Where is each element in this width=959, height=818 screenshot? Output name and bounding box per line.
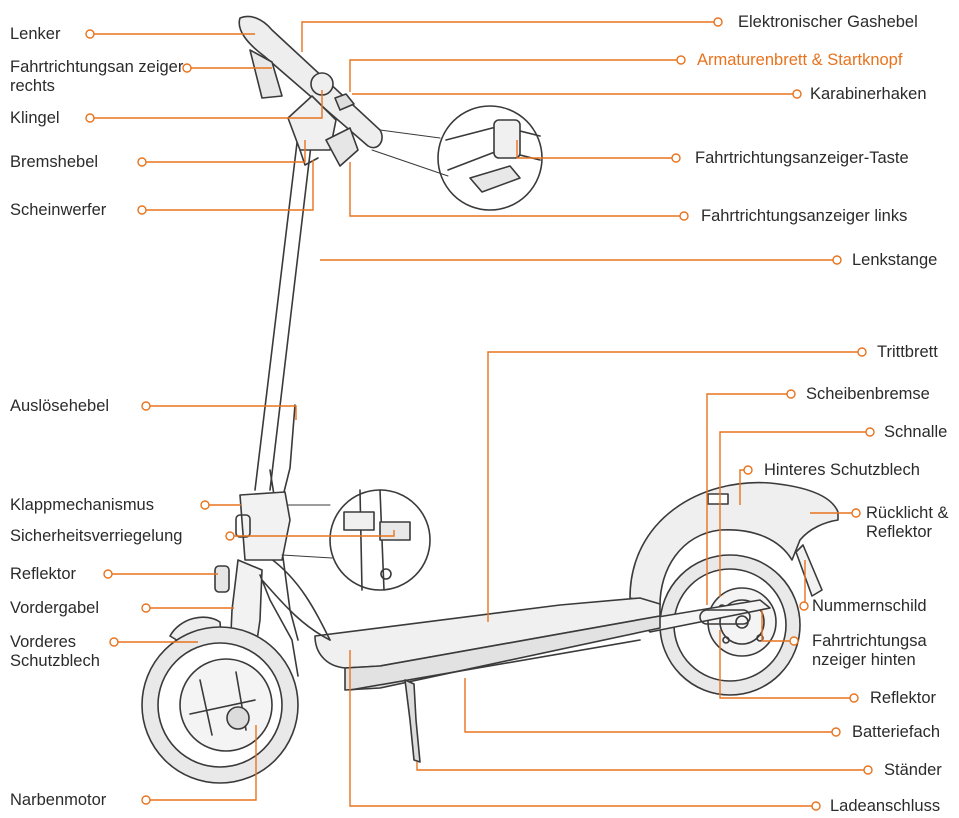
label-scheibenbremse: Scheibenbremse [806,385,930,403]
kickstand [404,679,421,763]
label-klappmechanismus: Klappmechanismus [10,496,154,514]
label-fahrtrichtungsanzeiger-rechts: Fahrtrichtungsan zeiger rechts [10,58,184,95]
label-klingel: Klingel [10,109,60,127]
label-trittbrett: Trittbrett [877,343,938,361]
label-fahrtrichtungsanzeiger-taste: Fahrtrichtungsanzeiger-Taste [695,149,909,167]
label-reflektor-hinten: Reflektor [870,689,937,707]
marker-ausloesehebel [141,401,151,411]
label-bremshebel: Bremshebel [10,153,99,171]
label-armaturenbrett: Armaturenbrett & Startknopf [697,51,903,69]
label-ladeanschluss: Ladeanschluss [830,797,941,815]
marker-vorderes-schutzblech [109,637,119,647]
label-batteriefach: Batteriefach [852,723,941,741]
marker-ruecklicht [851,508,861,518]
marker-reflektor-vorne [103,569,113,579]
marker-reflektor-hinten [849,693,859,703]
label-vorderes-schutzblech: Vorderes Schutzblech [10,633,100,670]
marker-scheinwerfer [137,205,147,215]
label-karabinerhaken: Karabinerhaken [810,85,927,103]
label-fahrtrichtungsanzeiger-hinten: Fahrtrichtungsa nzeiger hinten [812,632,927,669]
stem [254,117,315,491]
label-lenker: Lenker [10,25,61,43]
marker-ladeanschluss [811,801,821,811]
marker-scheibenbremse [786,389,796,399]
deck [314,597,661,669]
scooter-drawing [141,15,839,784]
label-narbenmotor: Narbenmotor [10,791,107,809]
marker-armaturenbrett [676,55,686,65]
marker-batteriefach [831,727,841,737]
marker-trittbrett [857,347,867,357]
marker-hinteres-schutzblech [743,465,753,475]
marker-circles [85,17,875,811]
marker-staender [863,765,873,775]
label-sicherheitsverriegelung: Sicherheitsverriegelung [10,527,183,545]
label-staender: Ständer [884,761,942,779]
marker-lenkstange [832,255,842,265]
label-fahrtrichtungsanzeiger-links: Fahrtrichtungsanzeiger links [701,207,908,225]
marker-links [679,211,689,221]
marker-bremshebel [137,157,147,167]
label-hinteres-schutzblech: Hinteres Schutzblech [764,461,920,479]
marker-gashebel [713,17,723,27]
label-nummernschild: Nummernschild [812,597,927,615]
marker-lenker [85,29,95,39]
marker-narbenmotor [141,795,151,805]
label-vordergabel: Vordergabel [10,599,99,617]
marker-klappmechanismus [200,500,210,510]
leader-lines [94,21,866,807]
label-ausloesehebel: Auslösehebel [10,397,110,415]
marker-hinten [789,636,799,646]
label-lenkstange: Lenkstange [852,251,938,269]
label-scheinwerfer: Scheinwerfer [10,201,107,219]
rear-mudguard [629,481,839,606]
marker-nummernschild [799,601,809,611]
marker-klingel [85,113,95,123]
marker-taste [671,153,681,163]
marker-sicherheitsverriegelung [225,531,235,541]
label-reflektor-vorne: Reflektor [10,565,77,583]
marker-karabinerhaken [792,89,802,99]
label-schnalle: Schnalle [884,423,948,441]
marker-fahrtrichtungsanzeiger-rechts [182,63,192,73]
folding-block [239,491,291,561]
marker-schnalle [865,427,875,437]
marker-vordergabel [141,603,151,613]
label-ruecklicht: Rücklicht & Reflektor [866,504,949,541]
label-gashebel: Elektronischer Gashebel [738,13,918,31]
